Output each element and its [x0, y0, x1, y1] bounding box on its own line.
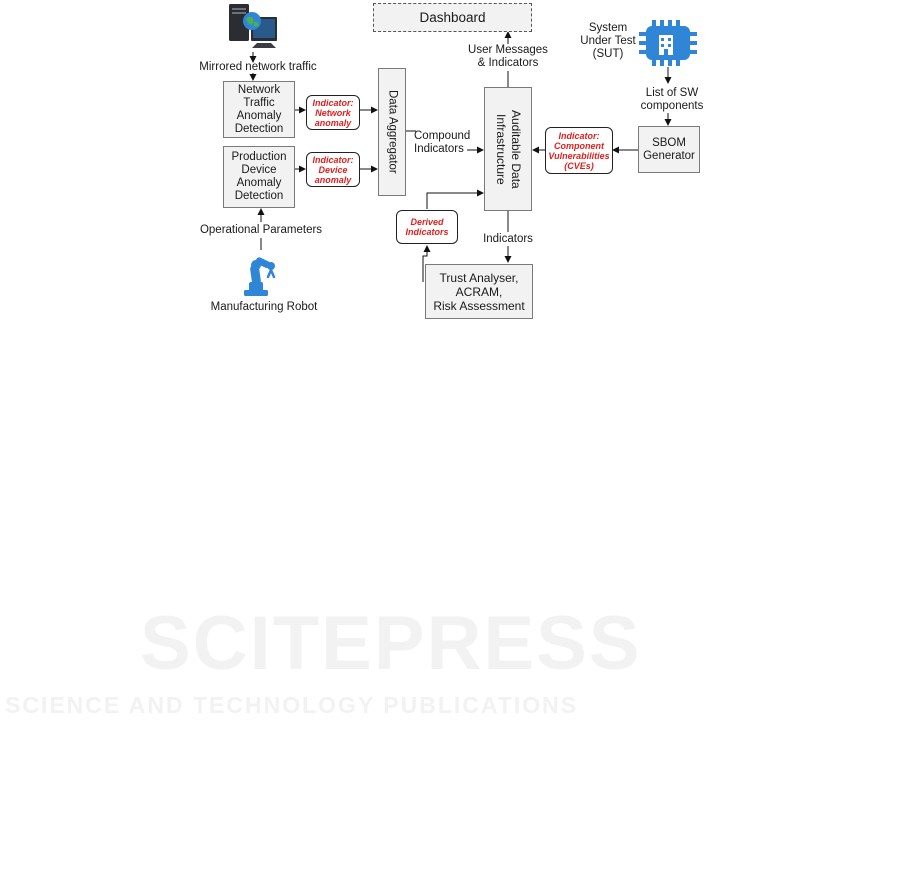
- auditable-data-infrastructure-label: Auditable Data Infrastructure: [494, 109, 523, 189]
- operational-parameters-label: Operational Parameters: [199, 224, 323, 236]
- mirrored-traffic-label: Mirrored network traffic: [199, 61, 317, 73]
- manufacturing-robot-label: Manufacturing Robot: [210, 301, 318, 313]
- network-computer-icon: [227, 3, 279, 51]
- sut-label: System Under Test (SUT): [580, 22, 636, 60]
- derived-indicators-box: Derived Indicators: [396, 210, 458, 244]
- indicators-label: Indicators: [483, 233, 533, 245]
- robot-arm-icon: [240, 250, 282, 298]
- component-vulnerabilities-indicator: Indicator: Component Vulnerabilities (CV…: [545, 127, 613, 174]
- data-aggregator-box: Data Aggregator: [378, 68, 406, 196]
- user-messages-label: User Messages & Indicators: [468, 44, 548, 69]
- sbom-generator-box: SBOM Generator: [638, 126, 700, 173]
- network-anomaly-indicator: Indicator: Network anomaly: [306, 95, 360, 130]
- dashboard-box: Dashboard: [373, 3, 532, 32]
- data-aggregator-label: Data Aggregator: [386, 90, 399, 174]
- watermark-logo: SCITEPRESS: [140, 601, 642, 686]
- network-anomaly-detection-box: Network Traffic Anomaly Detection: [223, 81, 295, 138]
- device-anomaly-detection-box: Production Device Anomaly Detection: [223, 146, 295, 208]
- trust-analyser-box: Trust Analyser, ACRAM, Risk Assessment: [425, 264, 533, 319]
- sut-chip-icon: [638, 19, 698, 67]
- compound-indicators-label: Compound Indicators: [414, 130, 471, 155]
- device-anomaly-indicator: Indicator: Device anomaly: [306, 152, 360, 187]
- auditable-data-infrastructure-box: Auditable Data Infrastructure: [484, 87, 532, 211]
- watermark-tagline: SCIENCE AND TECHNOLOGY PUBLICATIONS: [5, 692, 579, 718]
- sw-components-label: List of SW components: [640, 87, 704, 112]
